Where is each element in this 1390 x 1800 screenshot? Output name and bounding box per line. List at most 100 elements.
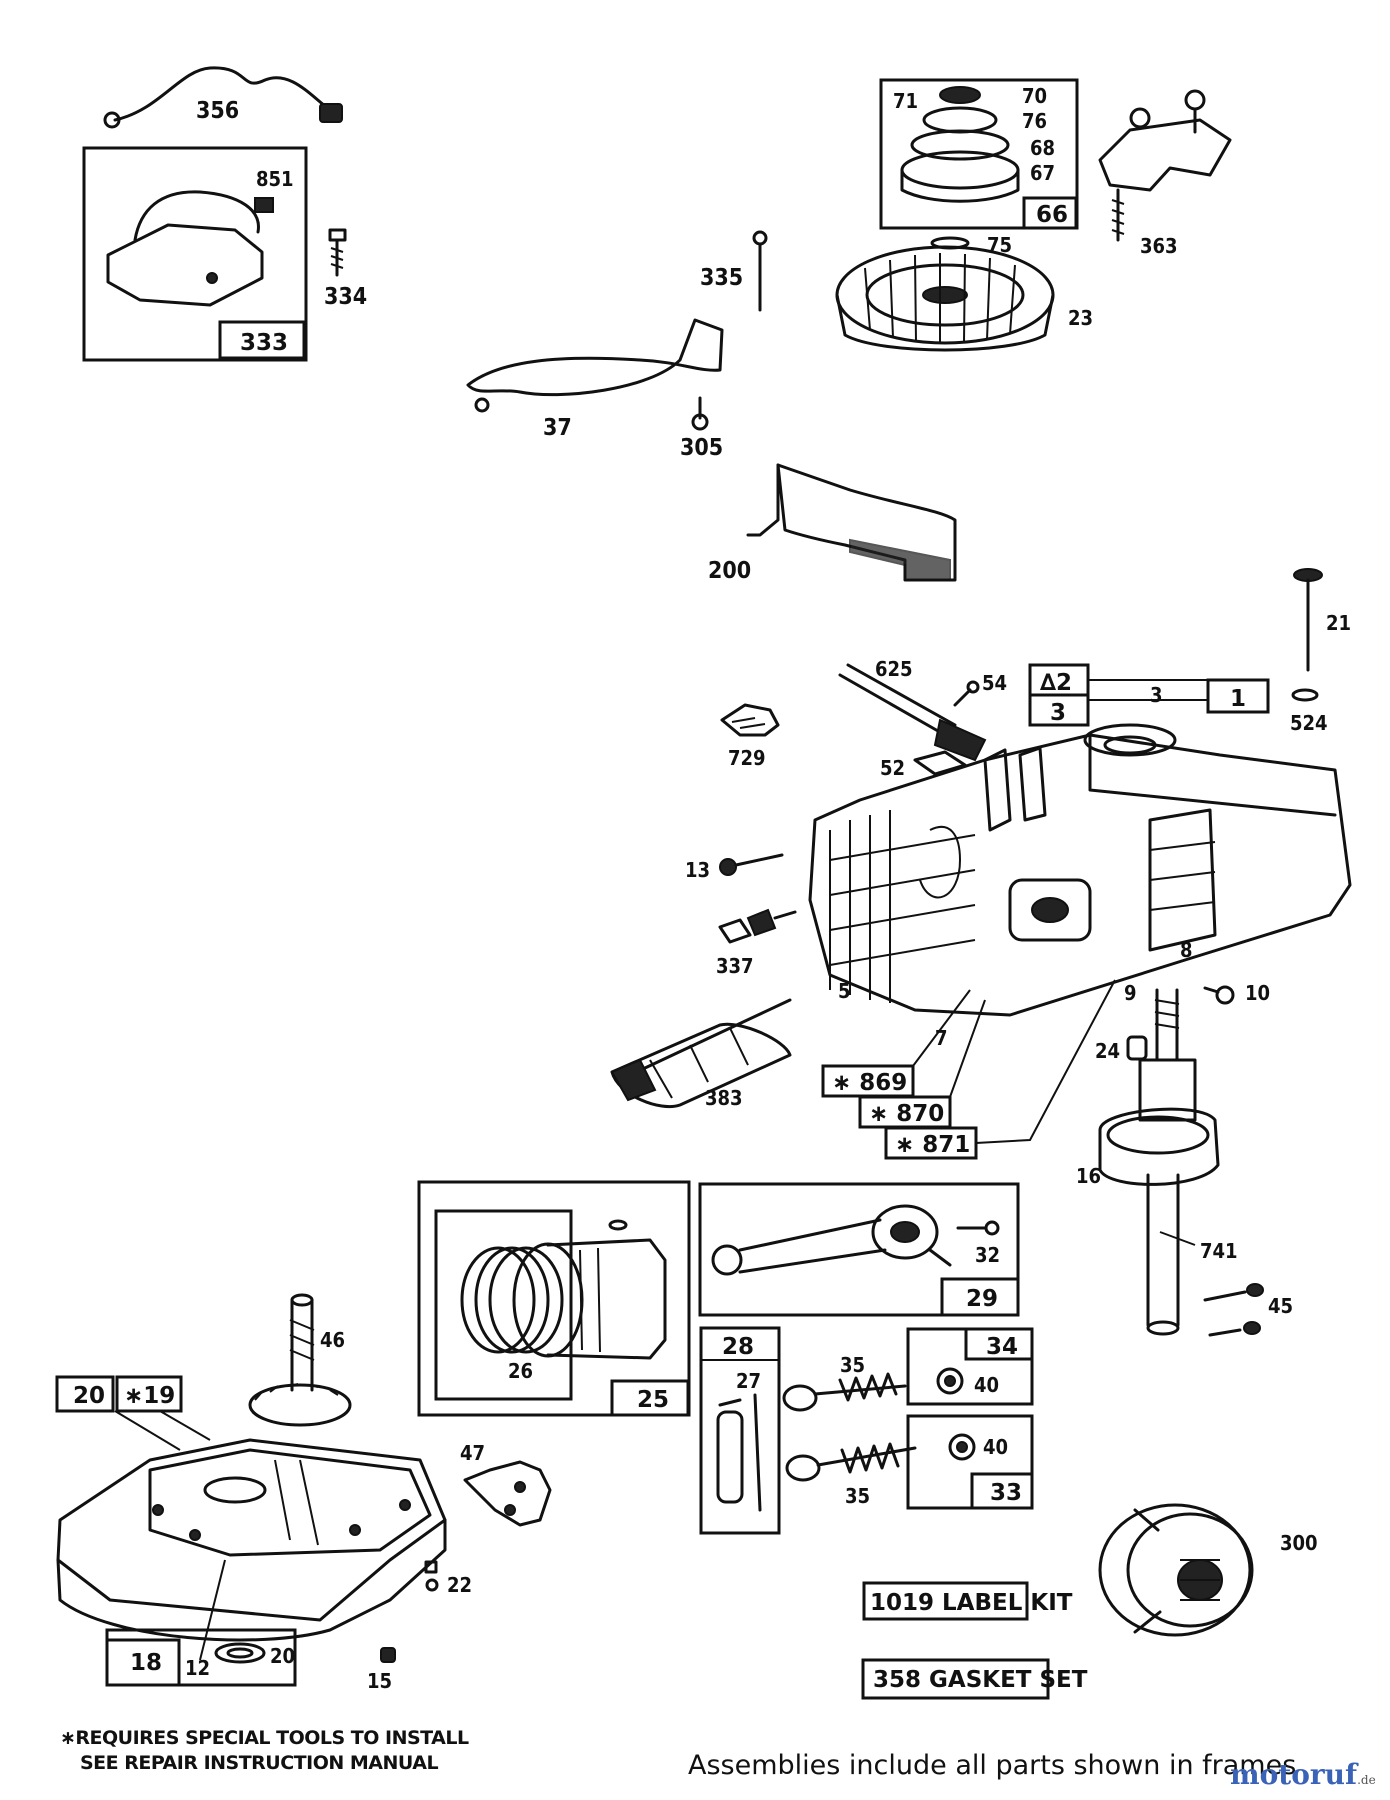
part-40-retainer-upper [936, 1367, 964, 1395]
part-35-valve-lower [785, 1442, 917, 1482]
label-box-25 [610, 1379, 690, 1417]
callout-3-box: 3 [1050, 700, 1066, 726]
callout-524: 524 [1290, 711, 1328, 735]
label-box-18 [105, 1638, 181, 1687]
callout-71: 71 [893, 89, 918, 113]
part-cylinder-block [808, 723, 1352, 1017]
callout-47: 47 [460, 1441, 485, 1465]
callout-1019-label-kit: 1019 LABEL KIT [870, 1590, 1073, 1616]
frame-28 [699, 1326, 781, 1535]
callout-9: 9 [1124, 981, 1137, 1005]
callout-24: 24 [1095, 1039, 1120, 1063]
callout-37: 37 [543, 415, 572, 441]
part-729-breather [720, 703, 780, 737]
callout-33: 33 [990, 1480, 1022, 1506]
part-26-piston-rings [460, 1219, 667, 1360]
callout-1: 1 [1230, 686, 1246, 712]
callout-40-lower: 40 [983, 1435, 1008, 1459]
frame-33 [906, 1414, 1034, 1510]
callout-23: 23 [1068, 306, 1093, 330]
leader-741 [1159, 1231, 1196, 1246]
callout-16: 16 [1076, 1164, 1101, 1188]
callout-871: ∗ 871 [895, 1132, 970, 1158]
callout-27: 27 [736, 1369, 761, 1393]
leader-12 [199, 1559, 226, 1661]
part-66-starter-clutch [900, 86, 1020, 203]
part-35-valve-upper [782, 1372, 907, 1412]
callout-335: 335 [700, 265, 743, 291]
part-15-plug [380, 1647, 396, 1663]
part-46-camshaft [248, 1293, 352, 1427]
part-23-flywheel [835, 245, 1055, 352]
frame-29 [698, 1182, 1020, 1317]
callout-358-gasket-set: 358 GASKET SET [873, 1667, 1088, 1693]
label-box-34 [964, 1327, 1034, 1361]
callout-35-upper: 35 [840, 1353, 865, 1377]
callout-625: 625 [875, 657, 913, 681]
part-24-pin [1126, 1035, 1148, 1061]
part-47-governor [463, 1460, 552, 1527]
callout-2: ∆2 [1040, 670, 1072, 696]
callout-334: 334 [324, 284, 367, 310]
part-200-baffle [746, 463, 957, 582]
part-45-screws [1203, 1283, 1264, 1337]
callout-32: 32 [975, 1243, 1000, 1267]
label-box-19 [115, 1375, 183, 1413]
watermark: motoruf.de [1230, 1758, 1376, 1791]
callout-15: 15 [367, 1669, 392, 1693]
label-box-1 [1206, 678, 1270, 714]
callout-68: 68 [1030, 136, 1055, 160]
part-524-o-ring [1291, 688, 1319, 702]
callout-35-lower: 35 [845, 1484, 870, 1508]
callout-46: 46 [320, 1328, 345, 1352]
part-335-screw [752, 230, 768, 312]
callout-383: 383 [705, 1086, 743, 1110]
special-tools-note: ∗REQUIRES SPECIAL TOOLS TO INSTALL [60, 1727, 469, 1749]
callout-25: 25 [637, 1387, 669, 1413]
gasket-leader-lines [912, 979, 1116, 1144]
part-27-tappets [716, 1393, 762, 1512]
callout-333: 333 [240, 330, 288, 356]
part-383-muffler [610, 998, 792, 1108]
label-box-333 [218, 320, 306, 360]
part-625-tube [838, 663, 987, 762]
callout-729: 729 [728, 746, 766, 770]
callout-12: 12 [185, 1656, 210, 1680]
callout-200: 200 [708, 558, 751, 584]
callout-19: ∗19 [124, 1383, 175, 1409]
watermark-suffix: .de [1357, 1773, 1376, 1787]
leader-19-20 [114, 1410, 211, 1451]
assemblies-footer: Assemblies include all parts shown in fr… [688, 1750, 1297, 1781]
part-22-screw [424, 1560, 439, 1592]
part-300-pulley [1098, 1503, 1254, 1637]
repair-manual-note: SEE REPAIR INSTRUCTION MANUAL [80, 1752, 439, 1774]
callout-337: 337 [716, 954, 754, 978]
callout-26: 26 [508, 1359, 533, 1383]
callout-22: 22 [447, 1573, 472, 1597]
callout-8: 8 [1180, 938, 1193, 962]
callout-356: 356 [196, 98, 239, 124]
part-334-screw [328, 228, 347, 277]
frame-66 [879, 78, 1079, 230]
part-305-screw [691, 396, 709, 431]
watermark-text: motoruf [1230, 1758, 1358, 1791]
callout-300: 300 [1280, 1531, 1318, 1555]
callout-13: 13 [685, 858, 710, 882]
label-box-3-upper [1028, 693, 1090, 727]
part-32-screw [956, 1220, 1000, 1236]
frame-25 [417, 1180, 691, 1417]
callout-869: ∗ 869 [832, 1070, 907, 1096]
callout-3: 3 [1150, 683, 1163, 707]
label-box-1019 [862, 1581, 1029, 1621]
label-box-33 [970, 1472, 1034, 1510]
part-29-connecting-rod [711, 1204, 952, 1276]
callout-54: 54 [982, 671, 1007, 695]
callout-29: 29 [966, 1286, 998, 1312]
part-18-oil-sump [56, 1438, 447, 1642]
label-box-29 [940, 1277, 1020, 1317]
part-16-crankshaft [1098, 988, 1220, 1336]
frame-1-lines [1088, 679, 1208, 701]
label-box-20-upper [55, 1375, 115, 1413]
callout-10: 10 [1245, 981, 1270, 1005]
